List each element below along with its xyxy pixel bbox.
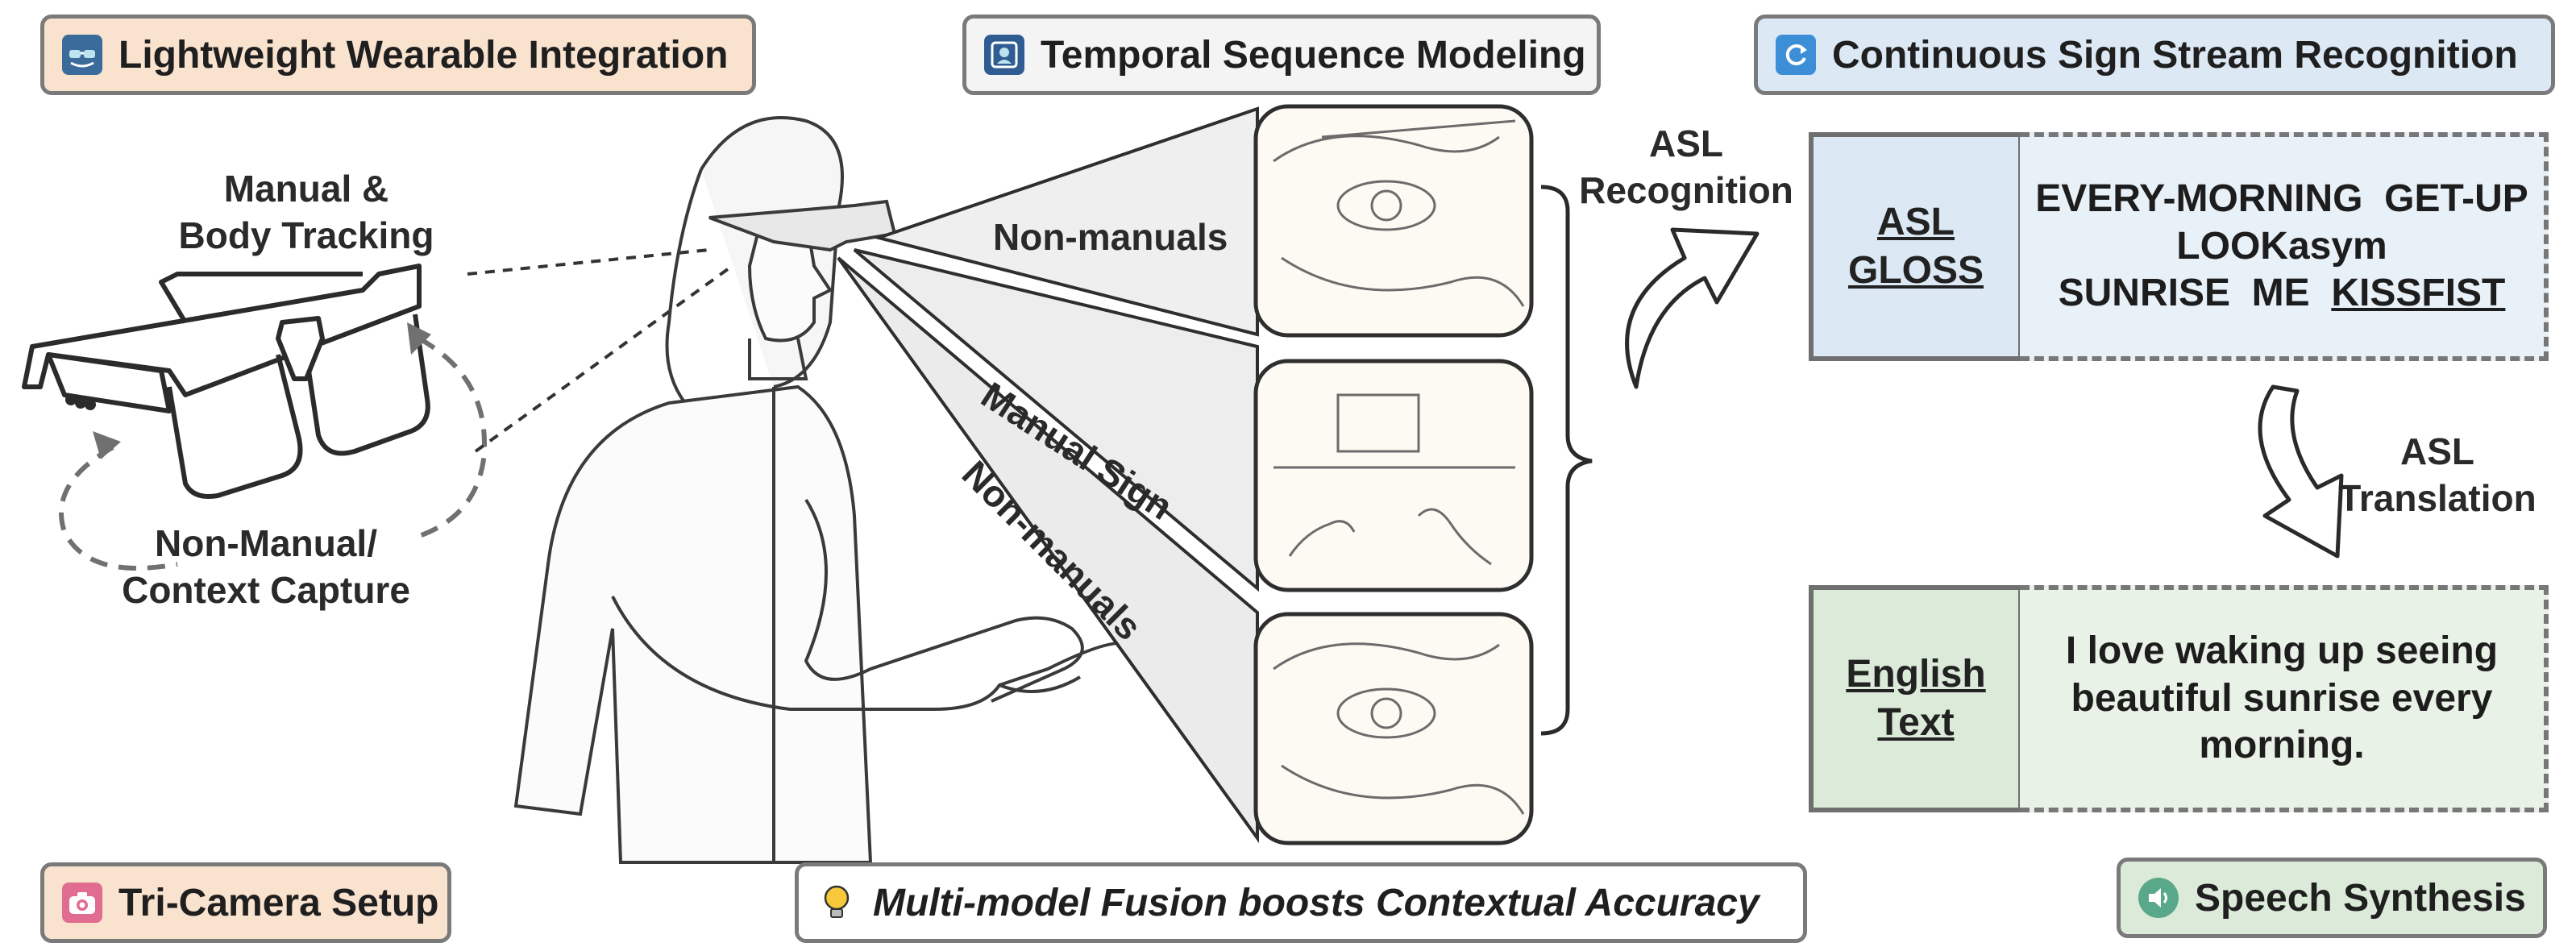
non-manual-capture-label: Non-Manual/ Context Capture	[97, 521, 435, 613]
translation-arrow	[2258, 384, 2344, 559]
english-label-line-2: Text	[1877, 701, 1955, 744]
asl-recognition-label: ASL Recognition	[1573, 121, 1799, 214]
gloss-label-line-2: GLOSS	[1847, 249, 1984, 292]
gloss-line-2: LOOKasym	[2176, 224, 2387, 268]
gloss-line-3-plain: SUNRISE ME	[2058, 272, 2332, 315]
recognition-arrow	[1625, 227, 1760, 389]
fusion-label: Multi-model Fusion boosts Contextual Acc…	[873, 881, 1760, 924]
camera-thumbnails	[1253, 104, 1534, 845]
camera-icon	[62, 883, 102, 923]
continuous-recognition-tag: Continuous Sign Stream Recognition	[1754, 15, 2555, 95]
english-line-2: beautiful sunrise every	[2071, 676, 2493, 720]
tri-camera-tag: Tri-Camera Setup	[40, 862, 451, 943]
continuous-recognition-label: Continuous Sign Stream Recognition	[1832, 33, 2518, 77]
capture-arc	[59, 445, 178, 571]
translation-line-2: Translation	[2338, 476, 2537, 519]
temporal-modeling-label: Temporal Sequence Modeling	[1041, 33, 1586, 77]
sequence-icon	[984, 35, 1024, 75]
brace	[1540, 185, 1593, 736]
non-manual-line-2: Context Capture	[122, 568, 410, 611]
recognition-line-2: Recognition	[1579, 168, 1793, 211]
wearable-integration-label: Lightweight Wearable Integration	[118, 33, 729, 77]
manual-body-line-2: Body Tracking	[178, 214, 434, 256]
asl-gloss-label-box: ASL GLOSS	[1809, 132, 2023, 361]
speech-synthesis-tag: Speech Synthesis	[2117, 858, 2547, 938]
smart-glasses-illustration	[22, 264, 430, 499]
person-illustration	[513, 116, 1129, 864]
english-line-3: morning.	[2199, 724, 2365, 767]
translation-line-1: ASL	[2400, 430, 2474, 472]
gloss-line-3: SUNRISE ME KISSFIST	[2035, 270, 2528, 318]
speech-synthesis-label: Speech Synthesis	[2195, 876, 2526, 920]
gloss-line-1: EVERY-MORNING GET-UP	[2035, 177, 2528, 221]
capture-arc-right	[418, 336, 487, 538]
speaker-icon	[2138, 878, 2179, 918]
manual-body-line-1: Manual &	[223, 168, 389, 210]
english-text-label-box: English Text	[1809, 585, 2023, 812]
asl-gloss-content-box: EVERY-MORNING GET-UP LOOKasym SUNRISE ME…	[2020, 132, 2549, 361]
asl-translation-label: ASL Translation	[2325, 429, 2550, 521]
temporal-modeling-tag: Temporal Sequence Modeling	[962, 15, 1601, 95]
english-text-content-box: I love waking up seeing beautiful sunris…	[2020, 585, 2549, 812]
manual-body-tracking-label: Manual & Body Tracking	[161, 166, 451, 259]
glasses-icon	[62, 35, 102, 75]
tri-camera-label: Tri-Camera Setup	[118, 881, 439, 924]
english-label-line-1: English	[1846, 653, 1986, 696]
english-line-1: I love waking up seeing	[2065, 629, 2499, 673]
refresh-icon	[1776, 35, 1816, 75]
gloss-label-line-1: ASL	[1877, 201, 1955, 243]
non-manual-line-1: Non-Manual/	[155, 522, 377, 564]
wearable-integration-tag: Lightweight Wearable Integration	[40, 15, 756, 95]
fusion-tag: Multi-model Fusion boosts Contextual Acc…	[795, 862, 1807, 943]
view-label-top: Non-manuals	[993, 216, 1228, 258]
camera-frustums	[837, 106, 1259, 844]
gloss-line-3-underlined: KISSFIST	[2331, 272, 2506, 315]
lightbulb-icon	[816, 883, 857, 923]
recognition-line-1: ASL	[1649, 123, 1723, 164]
